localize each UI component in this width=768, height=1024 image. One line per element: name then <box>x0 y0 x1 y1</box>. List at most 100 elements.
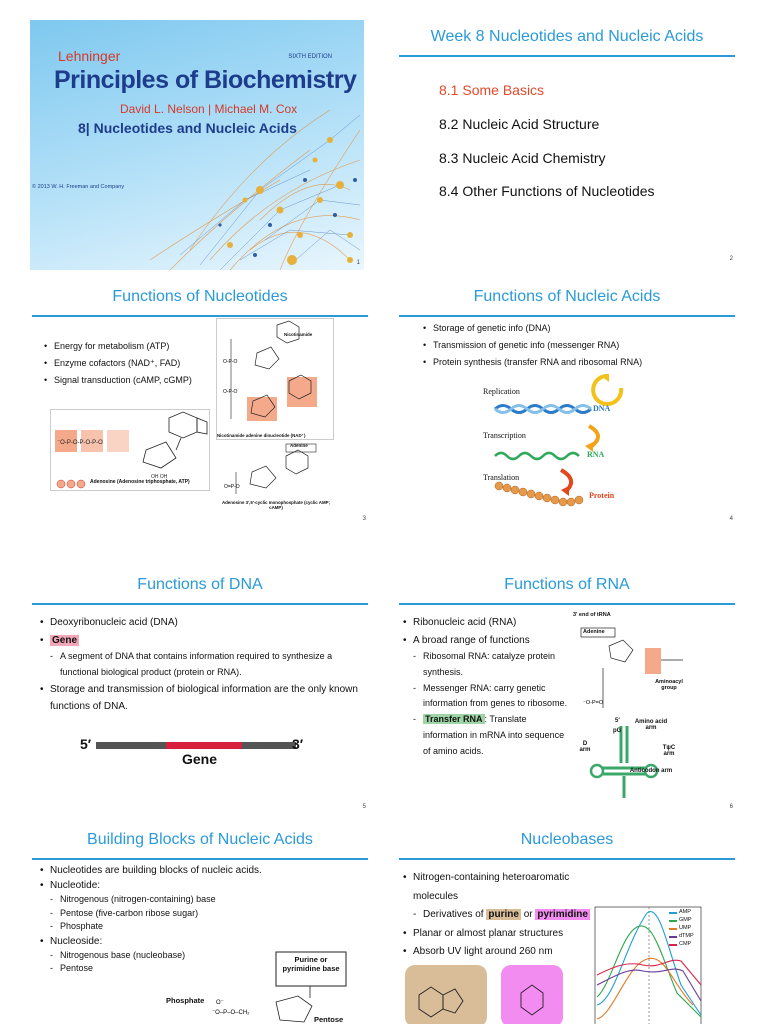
svg-text:⁻O–P–O–CH₂: ⁻O–P–O–CH₂ <box>212 1010 250 1016</box>
slide-title: Functions of Nucleic Acids <box>473 288 661 305</box>
bullet-list: Deoxyribonucleic acid (DNA) Gene A segme… <box>40 614 360 716</box>
trna-end-label: 3′ end of tRNA <box>573 612 611 618</box>
title-rule <box>399 55 735 57</box>
replication-label: Replication <box>483 387 520 396</box>
legend-label: dTMP <box>679 932 694 939</box>
legend-swatch <box>669 944 677 946</box>
title-rule <box>399 858 735 860</box>
bullet-list: Ribonucleic acid (RNA) A broad range of … <box>403 614 573 759</box>
page-number: 2 <box>729 256 733 262</box>
page-number: 5 <box>362 804 366 810</box>
legend-swatch <box>669 928 677 930</box>
sub-prefix: Derivatives of <box>423 909 487 920</box>
three-prime-label: 3′ <box>292 736 304 752</box>
network-illustration <box>149 109 361 270</box>
legend-item: CMP <box>669 941 694 949</box>
legend-label: CMP <box>679 940 692 947</box>
bullet-list: Nitrogen-containing heteroaromatic molec… <box>403 869 603 962</box>
slide-title: Functions of DNA <box>137 576 263 593</box>
edition-label: SIXTH EDITION <box>288 54 332 60</box>
svg-text:O⁻: O⁻ <box>216 1000 224 1006</box>
rna-label: RNA <box>587 450 605 459</box>
slide-functions-nucleic-acids: Functions of Nucleic Acids Storage of ge… <box>397 280 737 526</box>
dna-label: DNA <box>593 404 611 413</box>
atp-caption: Adenosine (Adenosine triphosphate, ATP) <box>90 479 190 485</box>
bullet-item: Energy for metabolism (ATP) <box>44 338 192 355</box>
slide-toc: Week 8 Nucleotides and Nucleic Acids 8.1… <box>397 20 737 266</box>
sub-or: or <box>520 909 536 920</box>
sub-item: A segment of DNA that contains informati… <box>40 649 360 681</box>
purine-highlight: purine <box>486 909 521 920</box>
title-rule <box>32 603 368 605</box>
bullet-item: Absorb UV light around 260 nm <box>403 943 603 962</box>
camp-structure-figure: O=P-O <box>224 443 317 494</box>
adenine-label: Adenine <box>583 629 605 635</box>
svg-text:⁻O-P=O: ⁻O-P=O <box>583 700 604 706</box>
pyrimidine-ring-icon <box>520 984 544 1016</box>
svg-text:⁻O-P-O-P-O-P-O: ⁻O-P-O-P-O-P-O <box>57 440 103 446</box>
bullet-item: Nucleoside: <box>40 934 360 949</box>
adenine-label: Adenine <box>290 443 308 448</box>
amino-acid-arm-label: Amino acid arm <box>634 719 668 731</box>
central-dogma-figure <box>494 374 624 507</box>
bullet-item: Deoxyribonucleic acid (DNA) <box>40 614 360 632</box>
slide-nucleobases: Nucleobases Nitrogen-containing heteroar… <box>397 823 737 1024</box>
chapter-title: 8| Nucleotides and Nucleic Acids <box>78 120 297 136</box>
tpc-arm-label: TψC arm <box>662 745 676 757</box>
bullet-item: A broad range of functions <box>403 632 573 650</box>
legend-item: UMP <box>669 925 694 933</box>
gene-segment-figure <box>96 742 296 749</box>
slide-title: Building Blocks of Nucleic Acids <box>87 831 313 848</box>
bullet-item: Enzyme cofactors (NAD⁺, FAD) <box>44 355 192 372</box>
legend-label: UMP <box>679 924 692 931</box>
toc-item-2[interactable]: 8.2 Nucleic Acid Structure <box>439 116 600 132</box>
svg-text:O-P-O: O-P-O <box>223 389 238 395</box>
authors: David L. Nelson | Michael M. Cox <box>120 102 298 116</box>
title-rule <box>32 315 368 317</box>
page-number: 4 <box>729 516 733 522</box>
slide-title: Week 8 Nucleotides and Nucleic Acids <box>430 28 704 45</box>
pyrimidine-highlight: pyrimidine <box>535 909 590 920</box>
legend-label: GMP <box>679 916 692 923</box>
page-number: 1 <box>356 260 360 266</box>
camp-caption: Adenosine 3′,5′-cyclic monophosphate (cy… <box>221 500 331 510</box>
sub-item: Derivatives of purine or pyrimidine <box>403 906 603 925</box>
slide-cover: Lehninger SIXTH EDITION Principles of Bi… <box>30 20 364 270</box>
bullet-item: Storage and transmission of biological i… <box>40 681 360 716</box>
sub-item: Pentose (five-carbon ribose sugar) <box>40 907 360 921</box>
sub-item: Nitrogenous (nitrogen-containing) base <box>40 893 360 907</box>
slide-building-blocks: Building Blocks of Nucleic Acids Nucleot… <box>30 823 370 1024</box>
bullet-item: Signal transduction (cAMP, cGMP) <box>44 372 192 389</box>
toc-item-1[interactable]: 8.1 Some Basics <box>439 82 545 98</box>
d-arm-label: D arm <box>579 741 591 753</box>
toc-item-3[interactable]: 8.3 Nucleic Acid Chemistry <box>439 150 606 166</box>
aminoacyl-label: Aminoacyl group <box>655 679 683 691</box>
purine-ring-icon <box>418 986 464 1018</box>
publisher-brand: Lehninger <box>58 48 121 64</box>
page-number: 3 <box>362 516 366 522</box>
bullet-item: Nucleotides are building blocks of nucle… <box>40 863 360 878</box>
slide-functions-dna: Functions of DNA Deoxyribonucleic acid (… <box>30 568 370 814</box>
svg-text:O-P-O: O-P-O <box>223 359 238 365</box>
legend-item: dTMP <box>669 933 694 941</box>
transfer-rna-highlight: Transfer RNA <box>423 714 485 724</box>
five-prime-label: 5′ <box>80 736 92 752</box>
legend-swatch <box>669 920 677 922</box>
uv-absorbance-chart <box>594 906 702 1024</box>
book-title: Principles of Biochemistry <box>54 66 357 94</box>
purine-structure <box>405 965 487 1024</box>
bullet-item: Transmission of genetic info (messenger … <box>423 337 642 354</box>
purine-box-label: Purine or pyrimidine base <box>282 955 340 973</box>
sub-item: Transfer RNA: Translate information in m… <box>403 712 573 759</box>
bullet-item: Ribonucleic acid (RNA) <box>403 614 573 632</box>
sub-item: Messenger RNA: carry genetic information… <box>403 681 573 713</box>
sub-item: Phosphate <box>40 920 360 934</box>
sub-item: Nitrogenous base (nucleobase) <box>40 949 360 963</box>
sub-item: Pentose <box>40 962 360 976</box>
copyright: © 2013 W. H. Freeman and Company <box>32 184 125 190</box>
gene-label: Gene <box>182 751 218 767</box>
toc-item-4[interactable]: 8.4 Other Functions of Nucleotides <box>439 183 655 199</box>
pyrimidine-structure <box>501 965 563 1024</box>
atp-structure-figure: ⁻O-P-O-P-O-P-O OH OH <box>50 409 210 491</box>
